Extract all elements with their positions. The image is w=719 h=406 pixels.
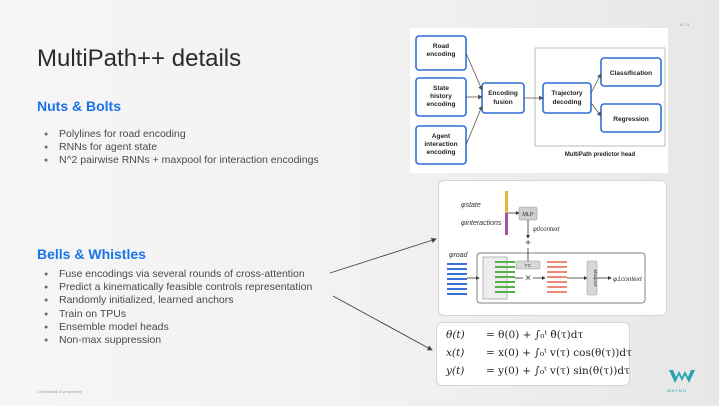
list-item: Predict a kinematically feasible control…	[44, 281, 312, 294]
nuts-bolts-heading: Nuts & Bolts	[37, 98, 121, 114]
list-item: Randomly initialized, learned anchors	[44, 294, 312, 307]
list-item: Fuse encodings via several rounds of cro…	[44, 268, 312, 281]
predictor-head-frame	[534, 47, 666, 147]
slide-title: MultiPath++ details	[37, 45, 242, 72]
list-item: Train on TPUs	[44, 308, 312, 321]
equation-y: y(t)= y(0) + ∫₀ᵗ v(τ) sin(θ(τ))dτ	[446, 365, 630, 377]
predictor-head-caption: MultiPath predictor head	[565, 152, 636, 158]
green-block	[495, 261, 515, 293]
list-item: Ensemble model heads	[44, 321, 312, 334]
phi-context-in-label: φ0context	[533, 227, 560, 233]
layer-frame	[476, 252, 646, 304]
mlp-label: MLP	[522, 212, 534, 218]
phi-state-bar	[505, 191, 508, 213]
arrow	[590, 73, 602, 94]
phi-interactions-label: φinteractions	[461, 220, 502, 227]
list-item: Polylines for road encoding	[44, 128, 319, 141]
classification-box	[600, 57, 662, 87]
waymo-wordmark: WAYMO	[667, 388, 688, 393]
regression-label: Regression	[613, 116, 648, 123]
maxpool-label: Maxpool	[593, 269, 598, 286]
plus-operator: +	[525, 238, 531, 249]
list-item: RNNs for agent state	[44, 141, 319, 154]
arrow-to-fusion-diagram	[329, 237, 437, 274]
road-polylines	[447, 263, 467, 295]
bells-whistles-heading: Bells & Whistles	[37, 246, 146, 262]
salmon-block	[547, 261, 567, 293]
state-history-label-3: encoding	[427, 101, 456, 108]
phi-context-out-label: φ1context	[613, 276, 643, 283]
fc-label: FC	[525, 263, 532, 268]
agent-interaction-label-3: encoding	[427, 149, 456, 156]
fusion-diagram: φstate φinteractions MLP φ0context + φro…	[438, 180, 667, 316]
state-history-label-2: history	[430, 93, 452, 100]
nuts-bolts-list: Polylines for road encoding RNNs for age…	[44, 128, 319, 168]
kinematic-equations: θ(t)= θ(0) + ∫₀ᵗ θ̇(τ)dτ x(t)= x(0) + ∫₀…	[436, 322, 632, 386]
equation-theta: θ(t)= θ(0) + ∫₀ᵗ θ̇(τ)dτ	[446, 329, 584, 341]
list-item: N^2 pairwise RNNs + maxpool for interact…	[44, 154, 319, 167]
phi-road-label: φroad	[449, 252, 469, 259]
trajectory-decoding-label-2: decoding	[553, 99, 582, 106]
agent-interaction-label-2: interaction	[424, 141, 457, 148]
phi-state-label: φstate	[461, 202, 481, 209]
agent-interaction-label-1: Agent	[432, 133, 451, 140]
state-history-label-1: State	[433, 85, 449, 92]
arrow-to-equations	[332, 295, 433, 351]
road-encoding-label-2: encoding	[427, 51, 456, 58]
equation-x: x(t)= x(0) + ∫₀ᵗ v(τ) cos(θ(τ))dτ	[446, 347, 632, 359]
encoding-fusion-label-2: fusion	[493, 99, 513, 106]
encoding-fusion-label-1: Encoding	[488, 90, 518, 97]
road-encoding-label-1: Road	[433, 43, 449, 50]
arrow	[590, 102, 602, 117]
classification-label: Classification	[610, 70, 652, 77]
phi-interactions-bar	[505, 213, 508, 235]
architecture-diagram-svg: Road encoding State history encoding Age…	[415, 35, 666, 165]
architecture-diagram: Road encoding State history encoding Age…	[410, 28, 668, 173]
fusion-diagram-svg: φstate φinteractions MLP φ0context + φro…	[447, 191, 646, 304]
list-item: Non-max suppression	[44, 334, 312, 347]
arrow	[465, 52, 483, 91]
waymo-logo-icon	[669, 370, 695, 383]
page-number: 8 / 11	[680, 22, 690, 27]
arrow	[465, 105, 483, 146]
footer-note: Confidential & proprietary	[37, 389, 83, 394]
trajectory-decoding-label-1: Trajectory	[551, 90, 582, 97]
bells-whistles-list: Fuse encodings via several rounds of cro…	[44, 268, 312, 347]
multiply-operator: ×	[525, 273, 531, 284]
regression-box	[600, 103, 662, 133]
